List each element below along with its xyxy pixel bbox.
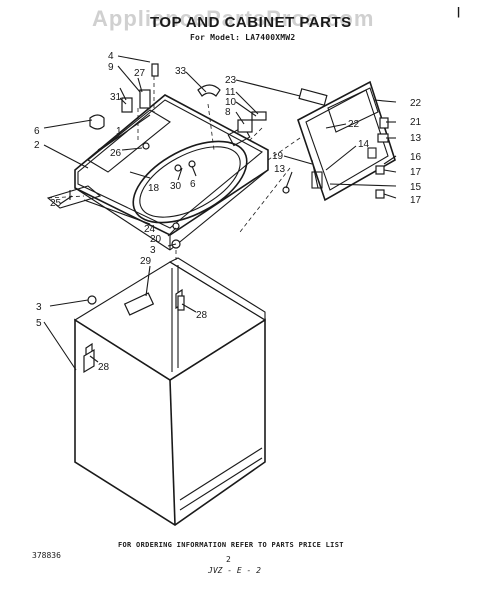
callout-22-right: 22 <box>410 98 422 109</box>
lid-panel <box>297 80 396 202</box>
small-parts <box>46 63 389 374</box>
callout-27: 27 <box>134 68 146 79</box>
callout-17-lower: 17 <box>410 195 422 206</box>
callout-16: 16 <box>410 152 422 163</box>
watermark-logo: AppliancePartsPros.com <box>92 6 375 31</box>
ordering-note: FOR ORDERING INFORMATION REFER TO PARTS … <box>118 541 344 549</box>
callout-25: 25 <box>50 198 62 209</box>
callout-26: 26 <box>110 148 122 159</box>
callout-17-upper: 17 <box>410 167 422 178</box>
callout-15: 15 <box>410 182 422 193</box>
diagram-title: TOP AND CABINET PARTS <box>150 14 352 31</box>
callout-28-upper: 28 <box>196 310 208 321</box>
callout-14: 14 <box>358 139 370 150</box>
callout-5: 5 <box>36 318 42 329</box>
callout-9: 9 <box>108 62 114 73</box>
callout-3-upper: 3 <box>150 245 156 256</box>
callout-11: 10 <box>225 97 237 108</box>
top-panel <box>74 94 269 251</box>
callout-18: 18 <box>148 183 160 194</box>
corner-mark: | <box>457 6 461 18</box>
callout-2: 2 <box>34 140 40 151</box>
revision-code: JVZ - E - 2 <box>208 566 261 575</box>
callout-12: 11 <box>225 87 236 98</box>
model-subtitle: For Model: LA7400XMW2 <box>190 33 296 42</box>
callout-21: 20 <box>150 234 162 245</box>
leader-lines <box>43 55 397 371</box>
callout-28-lower: 28 <box>98 362 110 373</box>
callout-13-right: 13 <box>410 133 422 144</box>
callout-8: 6 <box>190 179 196 190</box>
callout-24: 24 <box>144 224 156 235</box>
callout-4: 4 <box>108 51 114 62</box>
document-number: 378836 <box>32 551 61 560</box>
callout-29: 29 <box>140 256 152 267</box>
callout-23: 23 <box>225 75 237 86</box>
callout-10: 8 <box>225 107 231 118</box>
page-number: 2 <box>226 555 231 564</box>
callout-13-left: 13 <box>274 164 286 175</box>
callout-3-lower: 3 <box>36 302 42 313</box>
callout-1: 1 <box>116 126 122 137</box>
callout-30: 30 <box>170 181 182 192</box>
cabinet-body <box>73 257 267 526</box>
callout-6: 6 <box>34 126 40 137</box>
callout-19: 19 <box>272 151 284 162</box>
callout-22-lid: 22 <box>348 119 360 130</box>
callout-labels: 4 9 27 31 6 2 1 26 33 23 11 10 8 22 21 1… <box>34 51 422 373</box>
callout-20: 21 <box>410 117 422 128</box>
callout-31: 31 <box>110 92 122 103</box>
callout-33: 33 <box>175 66 187 77</box>
